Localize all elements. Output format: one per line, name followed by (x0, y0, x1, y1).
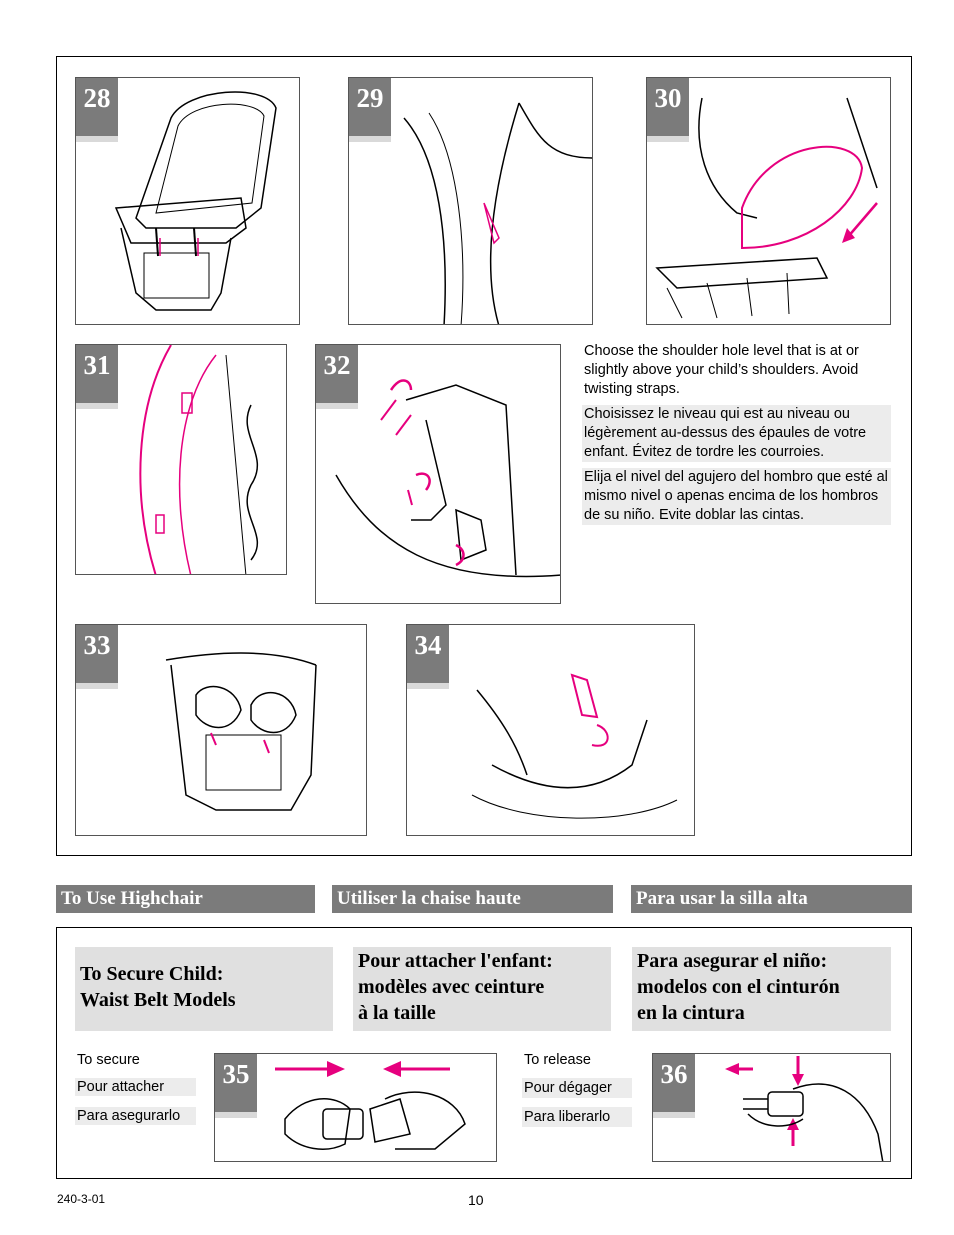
section-header-fr: Utiliser la chaise haute (332, 885, 613, 913)
figure-number-badge: 34 (407, 625, 449, 689)
release-label-es: Para liberarlo (522, 1107, 632, 1127)
figure-29: 29 (348, 77, 593, 325)
highchair-seat-illustration (114, 91, 277, 311)
figure-number-badge: 29 (349, 78, 391, 142)
figure-32: 32 (315, 344, 561, 604)
figure-28: 28 (75, 77, 300, 325)
figure-35: 35 (214, 1053, 497, 1162)
figure-34: 34 (406, 624, 695, 836)
secure-title-es-line3: en la cintura (637, 1002, 745, 1024)
seat-pad-illustration (403, 102, 592, 324)
figure-number-badge: 36 (653, 1054, 695, 1118)
release-label-fr: Pour dégager (522, 1078, 632, 1098)
figures-panel (56, 56, 912, 856)
secure-title-es: Para asegurar el niño: modelos con el ci… (632, 947, 891, 1031)
figure-number-badge: 30 (647, 78, 689, 142)
figure-number-badge: 35 (215, 1054, 257, 1118)
release-label-en: To release (524, 1052, 591, 1068)
section-header-es: Para usar la silla alta (631, 885, 912, 913)
section-header-en: To Use Highchair (56, 885, 315, 913)
secure-title-fr: Pour attacher l'enfant: modèles avec cei… (353, 947, 611, 1031)
secure-child-panel (56, 927, 912, 1179)
buckle-connect-illustration (275, 1061, 466, 1150)
figure-30: 30 (646, 77, 891, 325)
shoulder-text-es: Elija el nivel del agujero del hombro qu… (582, 468, 891, 525)
buckle-release-illustration (725, 1056, 884, 1161)
secure-title-en-line2: Waist Belt Models (80, 989, 236, 1011)
figure-number-badge: 31 (76, 345, 118, 409)
strap-threading-illustration (471, 673, 678, 819)
secure-title-fr-line3: à la taille (358, 1002, 436, 1024)
figure-number-badge: 28 (76, 78, 118, 142)
figure-31: 31 (75, 344, 287, 575)
secure-title-fr-line2: modèles avec ceinture (358, 976, 545, 998)
seat-rear-view-illustration (165, 652, 317, 811)
document-code: 240-3-01 (57, 1192, 106, 1206)
secure-label-en: To secure (77, 1052, 140, 1068)
figure-36: 36 (652, 1053, 891, 1162)
secure-title-es-line2: modelos con el cinturón (637, 976, 840, 998)
shoulder-text-en: Choose the shoulder hole level that is a… (584, 343, 859, 397)
figure-number-badge: 33 (76, 625, 118, 689)
pad-installation-illustration (655, 97, 878, 319)
harness-adjust-illustration (335, 379, 560, 578)
figure-33: 33 (75, 624, 367, 836)
secure-label-es: Para asegurarlo (75, 1107, 196, 1125)
secure-title-fr-line1: Pour attacher l'enfant: (358, 950, 553, 972)
secure-title-en: To Secure Child: Waist Belt Models (75, 947, 333, 1031)
figure-number-badge: 32 (316, 345, 358, 409)
secure-label-fr: Pour attacher (75, 1078, 196, 1096)
secure-title-es-line1: Para asegurar el niño: (637, 950, 828, 972)
shoulder-strap-illustration (139, 345, 258, 574)
shoulder-text-fr: Choisissez le niveau qui est au niveau o… (582, 405, 891, 462)
page-number: 10 (468, 1192, 484, 1208)
secure-title-en-line1: To Secure Child: (80, 963, 224, 985)
